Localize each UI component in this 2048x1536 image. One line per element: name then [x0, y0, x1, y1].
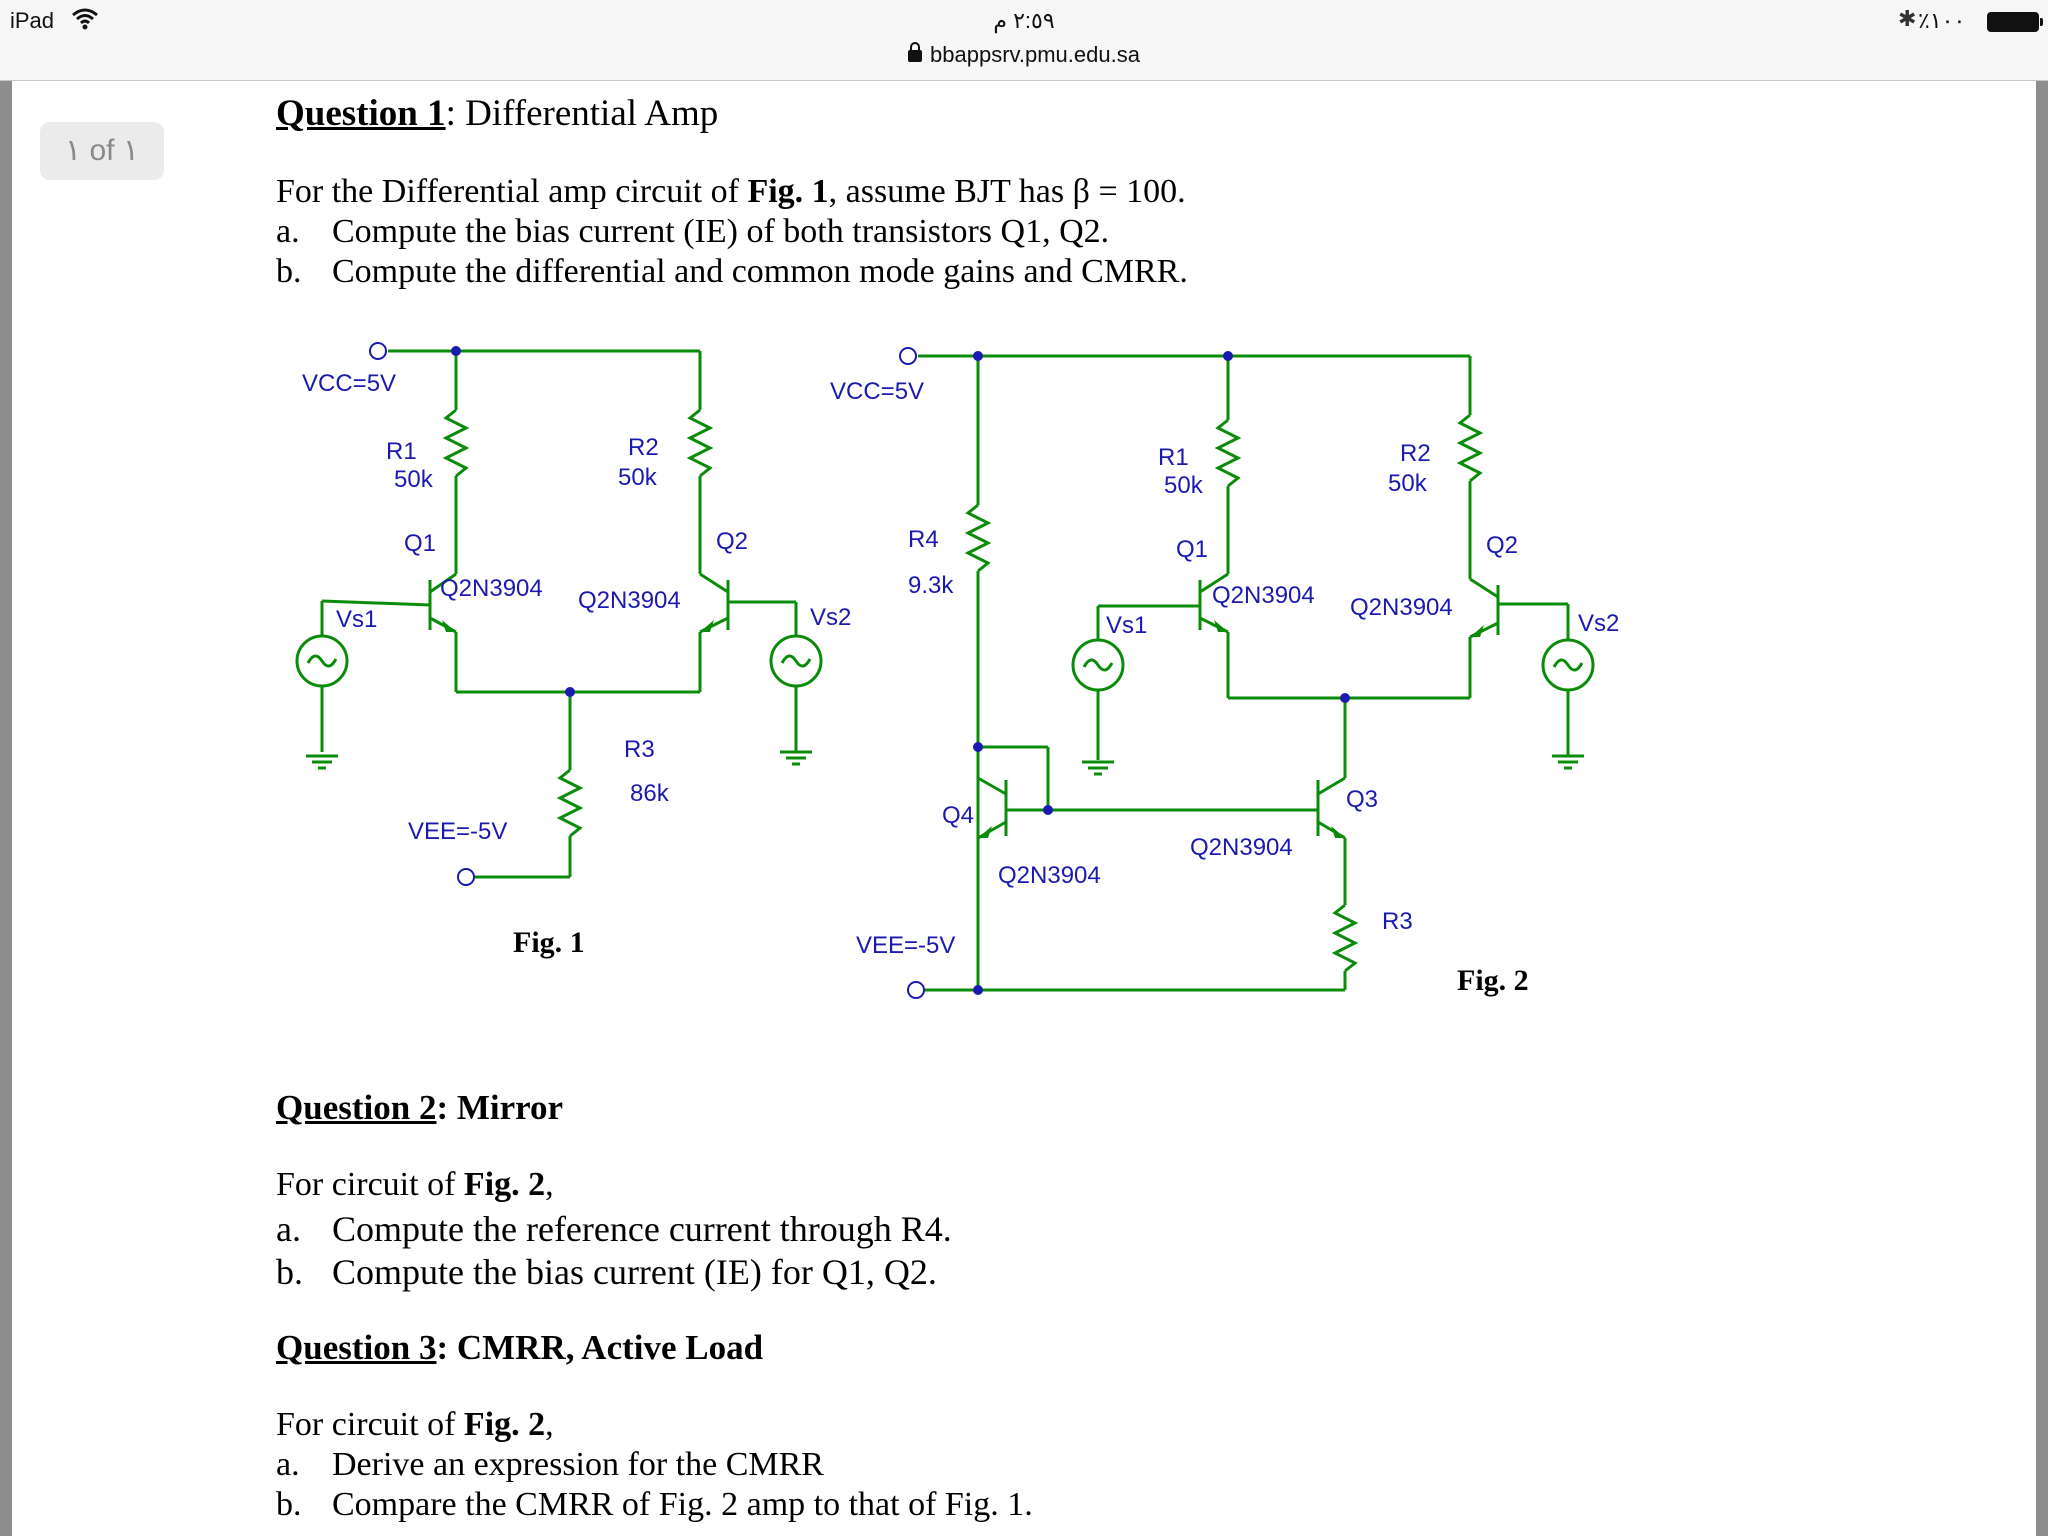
fig2-r2-value: 50k: [1388, 470, 1427, 497]
fig2-q3-model: Q2N3904: [1190, 834, 1293, 861]
fig2-q3-label: Q3: [1346, 786, 1379, 813]
question1-item-a: a.Compute the bias current (IE) of both …: [276, 213, 1110, 250]
fig2-r3-label: R3: [1382, 908, 1413, 935]
fig2-r1-label: R1: [1158, 444, 1189, 471]
fig2-r4-label: R4: [908, 526, 939, 553]
question1-number: Question 1: [276, 93, 446, 134]
fig1-caption: Fig. 1: [513, 926, 585, 959]
fig2-q1-model: Q2N3904: [1212, 582, 1315, 609]
question3-item-a: a.Derive an expression for the CMRR: [276, 1446, 824, 1483]
wifi-icon: [72, 8, 98, 30]
fig1-q1-label: Q1: [404, 530, 437, 557]
fig2-q2-model: Q2N3904: [1350, 594, 1453, 621]
question1-intro: For the Differential amp circuit of Fig.…: [276, 173, 1186, 210]
fig1-q1-model: Q2N3904: [440, 575, 543, 602]
fig1-r2-label: R2: [628, 434, 659, 461]
right-margin: [2036, 81, 2048, 1536]
fig2-r4-value: 9.3k: [908, 572, 954, 599]
question2-title: : Mirror: [436, 1088, 564, 1127]
fig2-q4-model: Q2N3904: [998, 862, 1101, 889]
question3-number: Question 3: [276, 1328, 437, 1367]
question2-intro: For circuit of Fig. 2,: [276, 1166, 554, 1203]
fig2-vcc-label: VCC=5V: [830, 378, 925, 405]
question1-heading: Question 1: Differential Amp: [276, 92, 718, 135]
fig1-vcc-label: VCC=5V: [302, 370, 397, 397]
left-margin: [0, 81, 12, 1536]
fig1-r3-label: R3: [624, 736, 655, 763]
ground-icons: [306, 750, 1584, 776]
fig1-r3-value: 86k: [630, 780, 669, 807]
battery-icon: [1987, 12, 2043, 32]
source-icons: [295, 634, 1595, 692]
lock-icon: [908, 42, 923, 62]
battery-percent: ٪١٠٠: [1918, 8, 1966, 33]
fig1-q2-label: Q2: [716, 528, 749, 555]
fig1-r1-value: 50k: [394, 466, 433, 493]
fig1-r2-value: 50k: [618, 464, 657, 491]
question3-heading: Question 3: CMRR, Active Load: [276, 1328, 763, 1368]
fig1-q2-model: Q2N3904: [578, 587, 681, 614]
question3-intro: For circuit of Fig. 2,: [276, 1406, 554, 1443]
question3-title: : CMRR, Active Load: [436, 1328, 764, 1367]
clock: ٢:٥٩ م: [993, 8, 1055, 33]
question2-item-a: a.Compute the reference current through …: [276, 1209, 952, 1249]
question3-item-b: b.Compare the CMRR of Fig. 2 amp to that…: [276, 1486, 1033, 1523]
fig2-vs2-label: Vs2: [1578, 610, 1620, 637]
fig2-q2-label: Q2: [1486, 532, 1519, 559]
url-text: bbappsrv.pmu.edu.sa: [930, 42, 1140, 67]
question2-number: Question 2: [276, 1088, 437, 1127]
fig1-vee-label: VEE=-5V: [408, 818, 508, 845]
status-bar: iPad ٢:٥٩ م bbappsrv.pmu.edu.sa ✱ ٪١٠٠: [0, 0, 2048, 81]
fig2-r2-label: R2: [1400, 440, 1431, 467]
fig1-r1-label: R1: [386, 438, 417, 465]
fig2-r1-value: 50k: [1164, 472, 1203, 499]
question1-title: : Differential Amp: [445, 93, 719, 134]
fig1-vs2-label: Vs2: [810, 604, 852, 631]
question1-item-b: b.Compute the differential and common mo…: [276, 253, 1188, 290]
question2-item-b: b.Compute the bias current (IE) for Q1, …: [276, 1252, 937, 1292]
page-indicator: ١ of ١: [40, 122, 164, 180]
carrier-label: iPad: [10, 8, 55, 33]
fig2-q4-label: Q4: [942, 802, 975, 829]
fig1-vs1-label: Vs1: [336, 606, 378, 633]
bluetooth-icon: ✱: [1898, 6, 1917, 31]
fig2-vs1-label: Vs1: [1106, 612, 1148, 639]
fig2-vee-label: VEE=-5V: [856, 932, 956, 959]
fig2-caption: Fig. 2: [1457, 964, 1529, 997]
address-bar[interactable]: bbappsrv.pmu.edu.sa: [0, 42, 2048, 68]
fig2-q1-label: Q1: [1176, 536, 1209, 563]
question2-heading: Question 2: Mirror: [276, 1088, 563, 1128]
